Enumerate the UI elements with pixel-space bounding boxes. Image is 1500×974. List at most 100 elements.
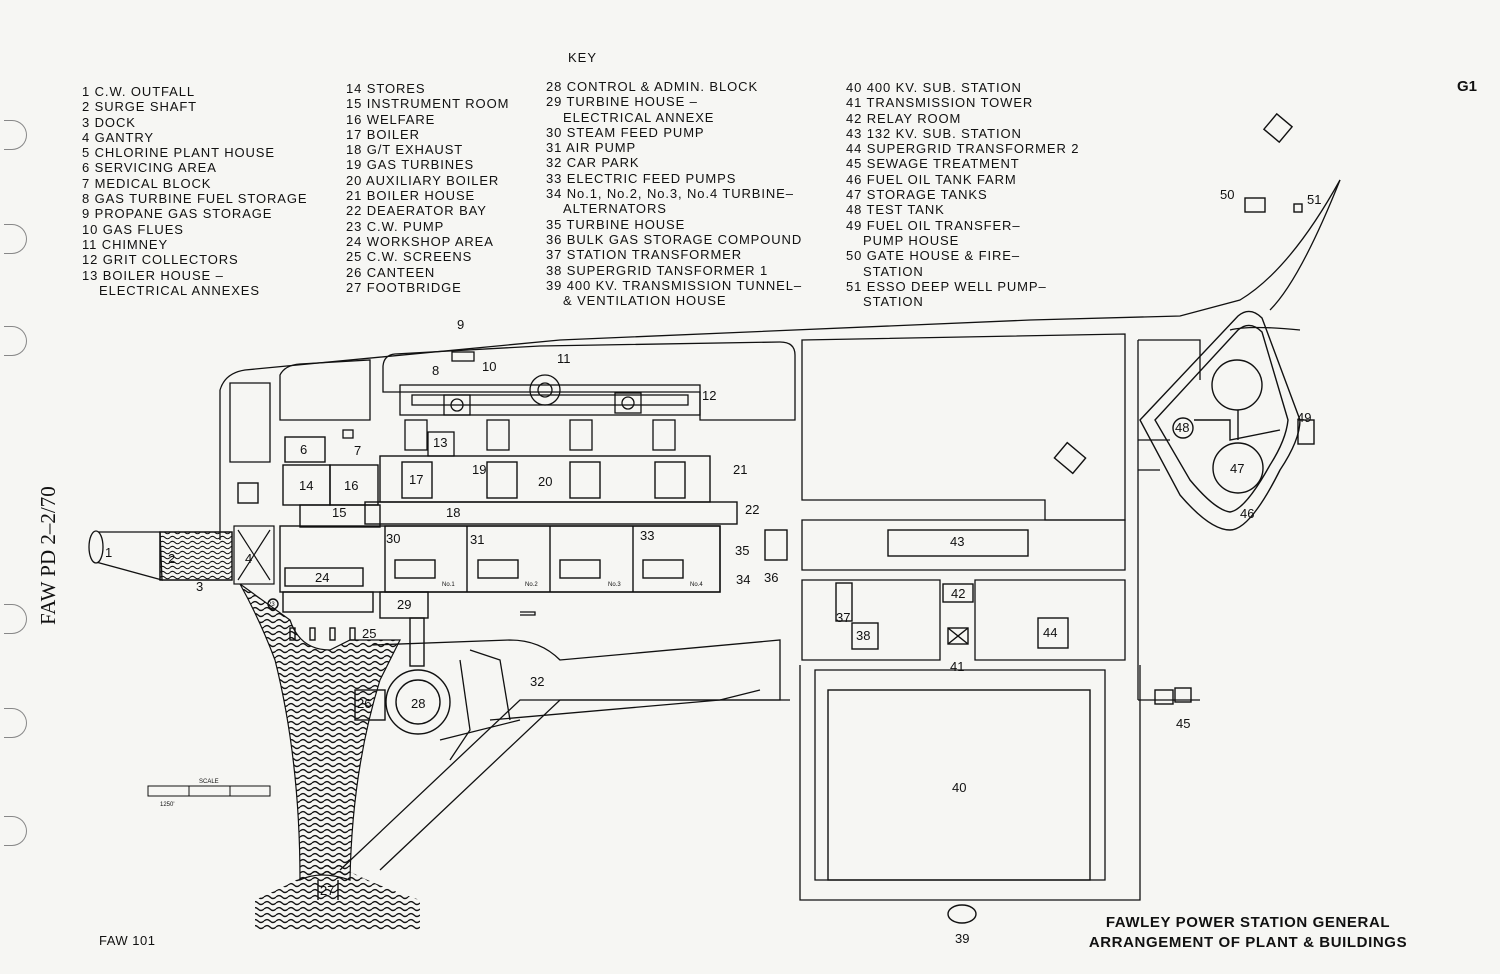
key-item: 14 STORES xyxy=(346,81,426,96)
test-tank xyxy=(1172,417,1194,439)
title-line-1: FAWLEY POWER STATION GENERAL xyxy=(1105,914,1391,931)
page-code: G1 xyxy=(1457,78,1478,95)
unit-label-2: No.2 xyxy=(525,582,538,588)
car-park xyxy=(339,639,781,871)
chimney xyxy=(537,382,553,398)
turbine-alternator xyxy=(559,559,601,579)
plan-label-8: 8 xyxy=(432,363,439,378)
key-item: 43 132 KV. SUB. STATION xyxy=(846,125,1022,141)
key-item-continuation: PUMP HOUSE xyxy=(863,232,960,248)
unit-label-1: No.1 xyxy=(442,582,455,588)
control-admin-rotunda xyxy=(385,669,451,735)
key-item: 20 AUXILIARY BOILER xyxy=(346,172,500,188)
key-item: 42 RELAY ROOM xyxy=(846,110,962,126)
key-item-continuation: ELECTRICAL ANNEXES xyxy=(99,282,260,298)
chimney xyxy=(529,374,561,406)
road-block xyxy=(801,519,1126,571)
scale-label: SCALE xyxy=(199,779,219,785)
key-item: 37 STATION TRANSFORMER xyxy=(546,247,743,263)
gt-exhaust xyxy=(364,501,738,525)
key-item-continuation: STATION xyxy=(863,294,924,310)
key-item: 36 BULK GAS STORAGE COMPOUND xyxy=(546,231,803,247)
plan-label-24: 24 xyxy=(315,570,329,585)
cw-screen xyxy=(289,627,296,641)
transmission-tower xyxy=(1262,112,1294,144)
road-block xyxy=(382,341,796,421)
plan-label-36: 36 xyxy=(764,570,778,585)
title-line-2: ARRANGEMENT OF PLANT & BUILDINGS xyxy=(1088,934,1408,951)
canteen xyxy=(354,689,386,721)
key-item: 19 GAS TURBINES xyxy=(346,157,475,173)
plan-label-40: 40 xyxy=(952,780,966,795)
scale-value: 1250' xyxy=(160,802,175,808)
road xyxy=(520,611,536,616)
binder-hole xyxy=(4,708,27,738)
plan-label-6: 6 xyxy=(300,442,307,457)
footbridge xyxy=(317,880,339,900)
key-item: 7 MEDICAL BLOCK xyxy=(82,175,212,191)
key-item-continuation: ALTERNATORS xyxy=(563,201,667,217)
boiler xyxy=(401,461,433,499)
key-item: 44 SUPERGRID TRANSFORMER 2 xyxy=(846,141,1080,157)
plan-label-50: 50 xyxy=(1220,187,1234,202)
plan-label-13: 13 xyxy=(433,435,447,450)
road-block xyxy=(1138,339,1201,380)
plan-label-35: 35 xyxy=(735,543,749,558)
binder-hole xyxy=(4,604,27,634)
plan-label-48: 48 xyxy=(1175,420,1189,435)
ventilation-house xyxy=(947,904,977,924)
instrument-room xyxy=(299,504,381,528)
cw-screen xyxy=(349,627,356,641)
key-item: 17 BOILER xyxy=(346,126,420,142)
turbine-alternator xyxy=(394,559,436,579)
propane-storage xyxy=(451,351,475,362)
road-block xyxy=(279,359,371,421)
gate-house xyxy=(1244,197,1266,213)
chlorine-plant-house xyxy=(237,482,259,504)
plan-label-41: 41 xyxy=(950,659,964,674)
plan-label-29: 29 xyxy=(397,597,411,612)
plan-label-49: 49 xyxy=(1297,410,1311,425)
plan-label-23: 23 xyxy=(268,602,275,608)
relay-room xyxy=(942,583,974,603)
plan-label-22: 22 xyxy=(745,502,759,517)
plan-label-44: 44 xyxy=(1043,625,1057,640)
key-item: 45 SEWAGE TREATMENT xyxy=(846,156,1020,172)
key-item: 40 400 KV. SUB. STATION xyxy=(846,80,1022,95)
key-item: 5 CHLORINE PLANT HOUSE xyxy=(82,145,275,161)
key-item: 27 FOOTBRIDGE xyxy=(346,279,462,295)
servicing-area xyxy=(284,436,326,463)
boiler xyxy=(569,461,601,499)
plan-label-12: 12 xyxy=(702,388,716,403)
binder-hole xyxy=(4,224,27,254)
plan-label-31: 31 xyxy=(470,532,484,547)
perimeter-road xyxy=(219,179,1341,391)
plan-label-11: 11 xyxy=(557,351,571,366)
grit-collector xyxy=(404,419,428,451)
cw-screen xyxy=(329,627,336,641)
fuel-storage-tank xyxy=(443,394,471,416)
storage-tank xyxy=(1212,442,1264,494)
plan-label-2: 2 xyxy=(168,551,175,566)
key-item: 11 CHIMNEY xyxy=(82,236,169,252)
key-item: 9 PROPANE GAS STORAGE xyxy=(82,206,273,222)
132kv-sub-station xyxy=(887,529,1029,557)
key-item: 30 STEAM FEED PUMP xyxy=(546,124,705,140)
plan-label-3: 3 xyxy=(196,579,203,594)
road-block xyxy=(814,669,1106,881)
key-item: 26 CANTEEN xyxy=(346,264,436,280)
supergrid-transformer-2 xyxy=(1037,617,1069,649)
unit-label-4: No.4 xyxy=(690,582,703,588)
bulk-gas-storage-compound xyxy=(764,529,788,561)
key-item: 23 C.W. PUMP xyxy=(346,218,445,234)
plan-label-27: 27 xyxy=(320,883,334,898)
plan-label-28: 28 xyxy=(411,696,425,711)
cw-outfall xyxy=(88,530,233,581)
key-item-continuation: ELECTRICAL ANNEXE xyxy=(563,109,715,125)
key-item: 13 BOILER HOUSE – xyxy=(82,267,224,283)
turbine-alternator xyxy=(642,559,684,579)
plan-label-21: 21 xyxy=(733,462,747,477)
key-item: 18 G/T EXHAUST xyxy=(346,142,464,158)
